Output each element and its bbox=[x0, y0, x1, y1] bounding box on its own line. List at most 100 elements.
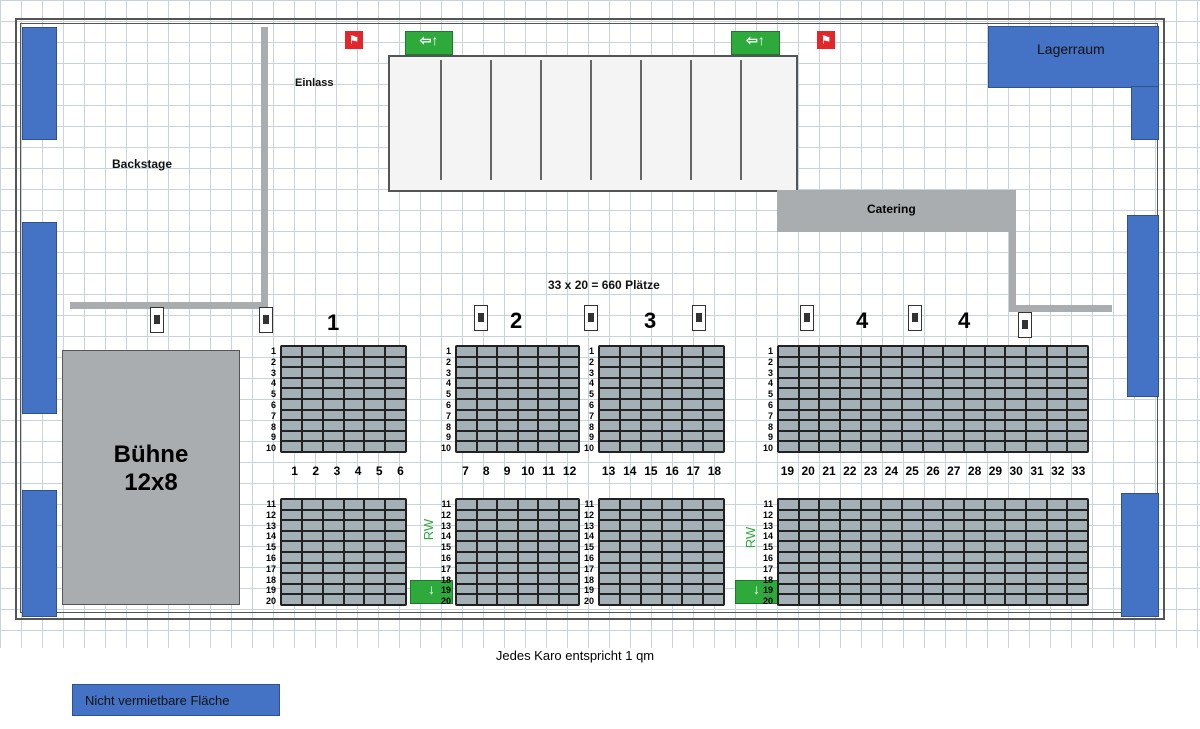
seat[interactable] bbox=[840, 521, 860, 530]
seat[interactable] bbox=[1047, 531, 1067, 541]
seat[interactable] bbox=[1026, 347, 1046, 356]
seat[interactable] bbox=[477, 553, 496, 562]
seat[interactable] bbox=[1068, 442, 1087, 451]
seat[interactable] bbox=[779, 442, 798, 451]
seat[interactable] bbox=[457, 542, 476, 551]
seat[interactable] bbox=[518, 442, 537, 451]
seat[interactable] bbox=[641, 442, 661, 451]
seat[interactable] bbox=[985, 410, 1005, 420]
seat[interactable] bbox=[1026, 553, 1046, 562]
seat[interactable] bbox=[559, 357, 578, 367]
seat[interactable] bbox=[600, 531, 619, 541]
seat[interactable] bbox=[779, 347, 798, 356]
seat[interactable] bbox=[302, 584, 322, 594]
seat[interactable] bbox=[820, 510, 839, 520]
seat[interactable] bbox=[840, 368, 860, 377]
seat[interactable] bbox=[620, 563, 640, 573]
seat[interactable] bbox=[498, 510, 517, 520]
seat[interactable] bbox=[344, 389, 364, 398]
seat[interactable] bbox=[559, 521, 578, 530]
seat[interactable] bbox=[683, 563, 703, 573]
seat[interactable] bbox=[282, 410, 301, 420]
seat[interactable] bbox=[662, 378, 682, 388]
seat[interactable] bbox=[600, 542, 619, 551]
seat[interactable] bbox=[457, 389, 476, 398]
seat[interactable] bbox=[923, 584, 943, 594]
seat[interactable] bbox=[902, 431, 922, 441]
seat[interactable] bbox=[683, 595, 703, 604]
seat[interactable] bbox=[1026, 442, 1046, 451]
seat[interactable] bbox=[641, 553, 661, 562]
seat[interactable] bbox=[820, 531, 839, 541]
seat[interactable] bbox=[1068, 563, 1087, 573]
seat[interactable] bbox=[559, 431, 578, 441]
seat[interactable] bbox=[477, 389, 496, 398]
seat[interactable] bbox=[820, 347, 839, 356]
seat[interactable] bbox=[985, 531, 1005, 541]
seat[interactable] bbox=[620, 595, 640, 604]
seat[interactable] bbox=[518, 553, 537, 562]
seat[interactable] bbox=[662, 410, 682, 420]
seat[interactable] bbox=[539, 421, 558, 430]
seat[interactable] bbox=[704, 368, 723, 377]
seat[interactable] bbox=[559, 531, 578, 541]
seat[interactable] bbox=[344, 400, 364, 409]
seat[interactable] bbox=[323, 574, 343, 583]
seat[interactable] bbox=[641, 378, 661, 388]
seat[interactable] bbox=[477, 368, 496, 377]
seat[interactable] bbox=[641, 357, 661, 367]
seat[interactable] bbox=[1026, 531, 1046, 541]
seat[interactable] bbox=[1026, 500, 1046, 509]
seat[interactable] bbox=[641, 347, 661, 356]
seat[interactable] bbox=[282, 347, 301, 356]
seat[interactable] bbox=[820, 563, 839, 573]
seat[interactable] bbox=[600, 410, 619, 420]
seat[interactable] bbox=[985, 347, 1005, 356]
seat[interactable] bbox=[365, 500, 385, 509]
seat[interactable] bbox=[779, 389, 798, 398]
seat[interactable] bbox=[1047, 500, 1067, 509]
seat[interactable] bbox=[302, 357, 322, 367]
seat[interactable] bbox=[923, 521, 943, 530]
seat[interactable] bbox=[302, 510, 322, 520]
seat[interactable] bbox=[799, 400, 819, 409]
seat[interactable] bbox=[1068, 378, 1087, 388]
seat[interactable] bbox=[861, 389, 881, 398]
seat[interactable] bbox=[799, 563, 819, 573]
seat[interactable] bbox=[704, 595, 723, 604]
seat[interactable] bbox=[386, 542, 405, 551]
seat[interactable] bbox=[1068, 521, 1087, 530]
seat[interactable] bbox=[683, 574, 703, 583]
seat[interactable] bbox=[386, 531, 405, 541]
seat[interactable] bbox=[344, 563, 364, 573]
seat[interactable] bbox=[539, 347, 558, 356]
seat[interactable] bbox=[861, 421, 881, 430]
seat[interactable] bbox=[820, 584, 839, 594]
seat[interactable] bbox=[799, 531, 819, 541]
seat[interactable] bbox=[882, 563, 901, 573]
seat[interactable] bbox=[539, 378, 558, 388]
seat[interactable] bbox=[620, 442, 640, 451]
seat[interactable] bbox=[964, 347, 984, 356]
seat[interactable] bbox=[985, 542, 1005, 551]
seat[interactable] bbox=[683, 389, 703, 398]
seat[interactable] bbox=[344, 531, 364, 541]
seat[interactable] bbox=[498, 421, 517, 430]
seat[interactable] bbox=[902, 400, 922, 409]
seat[interactable] bbox=[902, 510, 922, 520]
seat[interactable] bbox=[662, 595, 682, 604]
seat[interactable] bbox=[1068, 347, 1087, 356]
seat[interactable] bbox=[344, 410, 364, 420]
seat[interactable] bbox=[923, 574, 943, 583]
seat[interactable] bbox=[620, 410, 640, 420]
seat[interactable] bbox=[820, 500, 839, 509]
seat[interactable] bbox=[1006, 347, 1025, 356]
seat[interactable] bbox=[1068, 500, 1087, 509]
seat[interactable] bbox=[1068, 368, 1087, 377]
seat[interactable] bbox=[820, 442, 839, 451]
seat[interactable] bbox=[344, 574, 364, 583]
seat[interactable] bbox=[1068, 421, 1087, 430]
seat[interactable] bbox=[302, 563, 322, 573]
seat[interactable] bbox=[861, 357, 881, 367]
seat[interactable] bbox=[323, 510, 343, 520]
